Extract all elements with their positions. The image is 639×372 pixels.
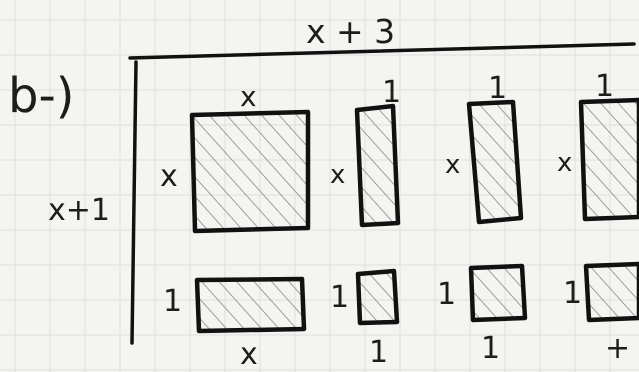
tile-x-3-top-label: 1: [595, 72, 614, 102]
tile-x-1-side-label: x: [330, 162, 345, 188]
tile-unit-3-bottom-label: +: [605, 334, 630, 364]
tile-unit-2-side-label: 1: [437, 280, 456, 310]
tile-x-bar-bottom-label: x: [240, 340, 258, 370]
tile-x-squared-top-label: x: [240, 83, 257, 111]
tile-unit-1-side-label: 1: [330, 283, 349, 313]
tile-unit-2-bottom-label: 1: [481, 334, 500, 364]
left-dimension-line: [132, 62, 136, 343]
tile-unit-1: [358, 271, 397, 323]
tile-x-3: [581, 100, 639, 219]
tile-unit-2: [471, 266, 525, 320]
tile-x-squared: [192, 112, 308, 231]
left-dimension-label: x+1: [48, 196, 110, 226]
tile-unit-3-side-label: 1: [563, 279, 582, 309]
tile-unit-1-bottom-label: 1: [369, 338, 388, 368]
tile-unit-3: [586, 264, 639, 320]
tile-x-bar-side-label: 1: [163, 287, 182, 317]
top-dimension-label: x + 3: [306, 15, 395, 48]
tile-x-3-side-label: x: [557, 150, 572, 176]
tile-x-2: [469, 102, 521, 222]
tile-x-2-side-label: x: [445, 152, 460, 178]
part-label: b-): [8, 72, 75, 120]
tile-x-squared-side-label: x: [160, 162, 178, 192]
tile-x-bar: [197, 279, 304, 331]
tile-x-1: [357, 106, 398, 225]
tile-x-2-top-label: 1: [488, 74, 507, 104]
tile-x-1-top-label: 1: [382, 78, 401, 108]
